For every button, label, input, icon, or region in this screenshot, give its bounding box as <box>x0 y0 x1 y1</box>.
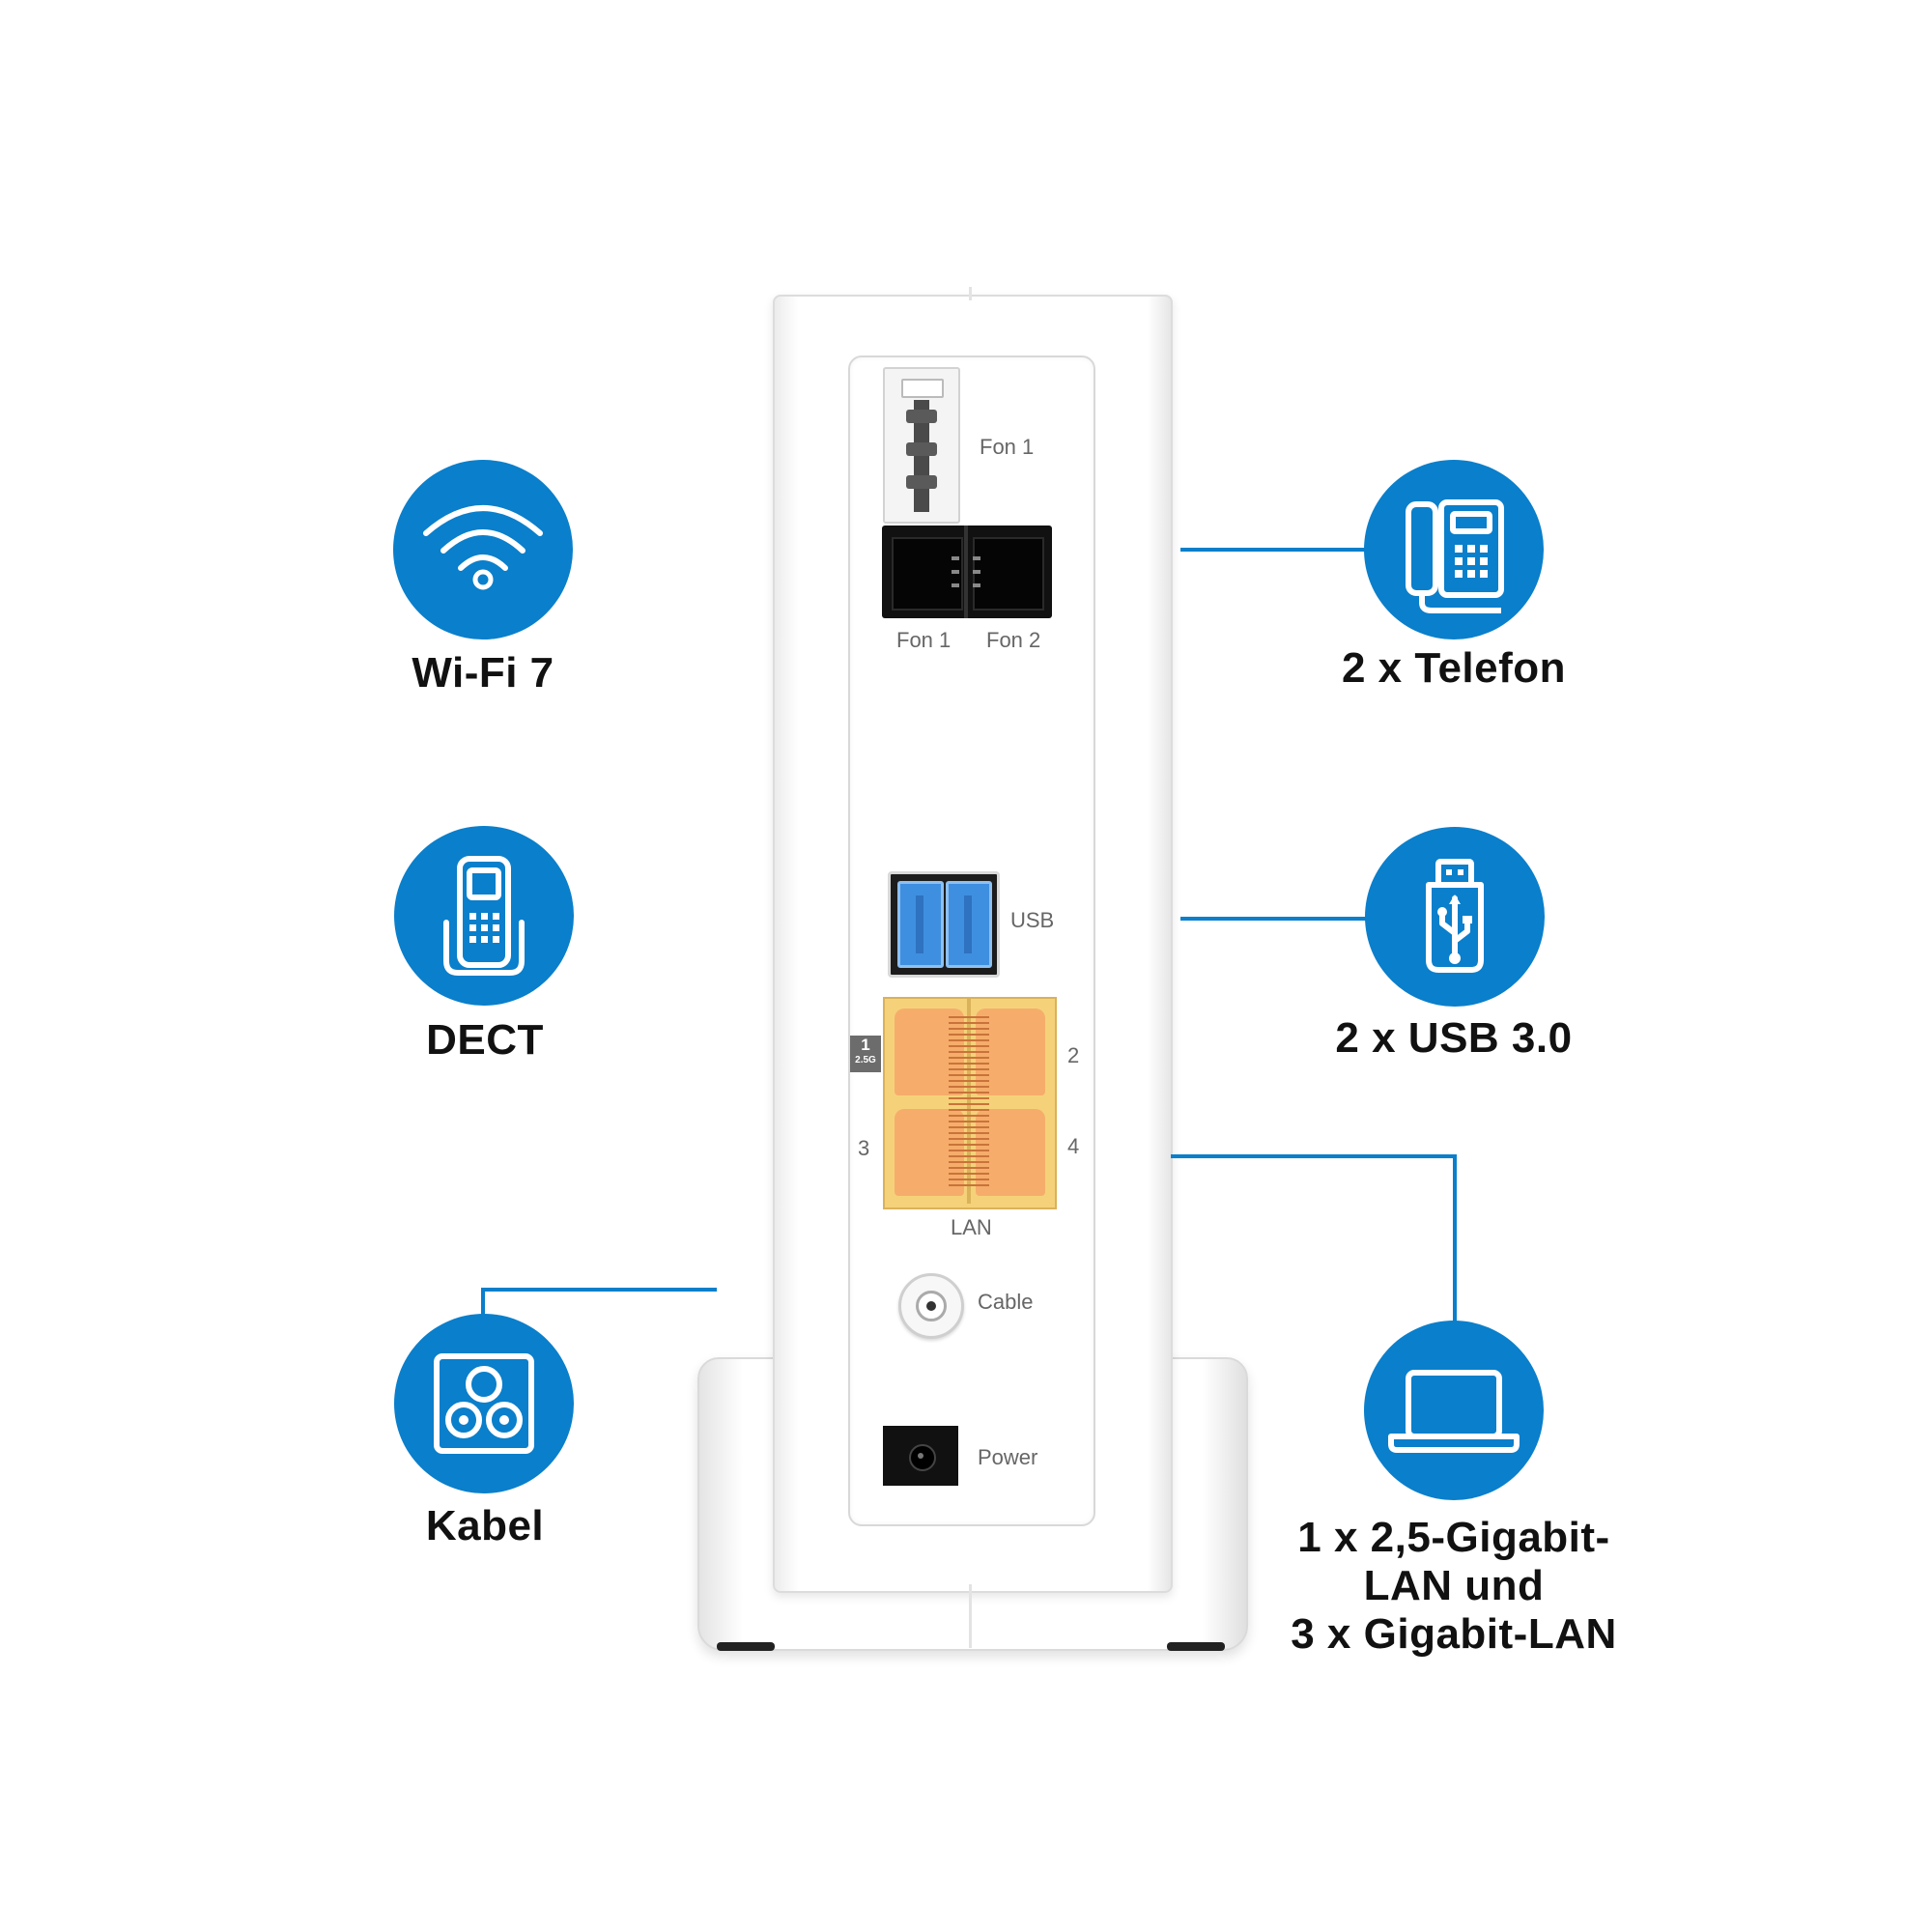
usb-port-1[interactable] <box>897 881 944 968</box>
wifi-label: Wi-Fi 7 <box>412 649 554 696</box>
lan-port-block <box>883 997 1057 1209</box>
tae-socket[interactable] <box>883 367 960 524</box>
lan-badge-number: 1 <box>861 1036 870 1054</box>
laptop-icon <box>1388 1370 1520 1453</box>
wifi-feature-circle <box>393 460 573 639</box>
connector-lan-v <box>1453 1154 1457 1326</box>
usb-stick-icon <box>1426 859 1484 973</box>
usb-port-2[interactable] <box>946 881 992 968</box>
connector-kabel-h <box>481 1288 717 1292</box>
kabel-feature-circle <box>394 1314 574 1493</box>
connector-telefon <box>1180 548 1366 552</box>
lan-speed-badge: 1 2.5G <box>850 1036 881 1072</box>
rj11-fon2-port[interactable] <box>973 537 1044 611</box>
fon1-label: Fon 1 <box>896 628 952 652</box>
tae-socket-contacts <box>906 400 937 512</box>
lan-badge-speed: 2.5G <box>855 1055 876 1065</box>
device-seam-bottom <box>969 1584 972 1648</box>
lan-port-2-label: 2 <box>1067 1043 1080 1067</box>
stand-foot-left <box>717 1642 775 1651</box>
telefon-feature-circle <box>1364 460 1544 639</box>
kabel-label: Kabel <box>425 1502 545 1549</box>
dect-handset-icon <box>443 856 525 976</box>
usb-feature-label: 2 x USB 3.0 <box>1335 1014 1573 1062</box>
lan-port-3-label: 3 <box>858 1136 870 1160</box>
connector-usb <box>1180 917 1366 921</box>
lan-feature-line-3: 3 x Gigabit-LAN <box>1291 1610 1617 1658</box>
rj11-contacts <box>952 556 980 587</box>
usb-port-block <box>888 871 1000 978</box>
tae-socket-slot <box>901 379 944 398</box>
rj11-divider <box>964 526 968 618</box>
usb-feature-circle <box>1365 827 1545 1007</box>
lan-feature-circle <box>1364 1321 1544 1500</box>
stand-foot-right <box>1167 1642 1225 1651</box>
usb-label: USB <box>1010 908 1055 932</box>
connector-lan-h <box>1171 1154 1457 1158</box>
desk-phone-icon <box>1406 499 1504 613</box>
fon1-top-label: Fon 1 <box>980 435 1035 459</box>
rj11-fon1-port[interactable] <box>892 537 963 611</box>
lan-feature-label: 1 x 2,5-Gigabit- LAN und 3 x Gigabit-LAN <box>1256 1514 1652 1659</box>
rj11-socket-block <box>882 526 1052 618</box>
connector-kabel-v <box>481 1288 485 1315</box>
cable-socket-icon <box>434 1353 534 1454</box>
cable-label: Cable <box>978 1290 1034 1314</box>
lan-feature-line-2: LAN und <box>1363 1562 1545 1609</box>
lan-port-4-label: 4 <box>1067 1134 1080 1158</box>
dect-feature-circle <box>394 826 574 1006</box>
lan-label: LAN <box>951 1215 992 1239</box>
power-jack[interactable] <box>883 1426 958 1486</box>
device-seam-top <box>969 287 972 300</box>
dect-label: DECT <box>426 1016 544 1064</box>
fon2-label: Fon 2 <box>986 628 1041 652</box>
wifi-icon <box>423 505 543 590</box>
telefon-label: 2 x Telefon <box>1341 644 1567 692</box>
lan-feature-line-1: 1 x 2,5-Gigabit- <box>1297 1514 1610 1561</box>
lan-contacts <box>949 1016 989 1186</box>
cable-coax-port[interactable] <box>898 1273 964 1339</box>
power-label: Power <box>978 1445 1038 1469</box>
